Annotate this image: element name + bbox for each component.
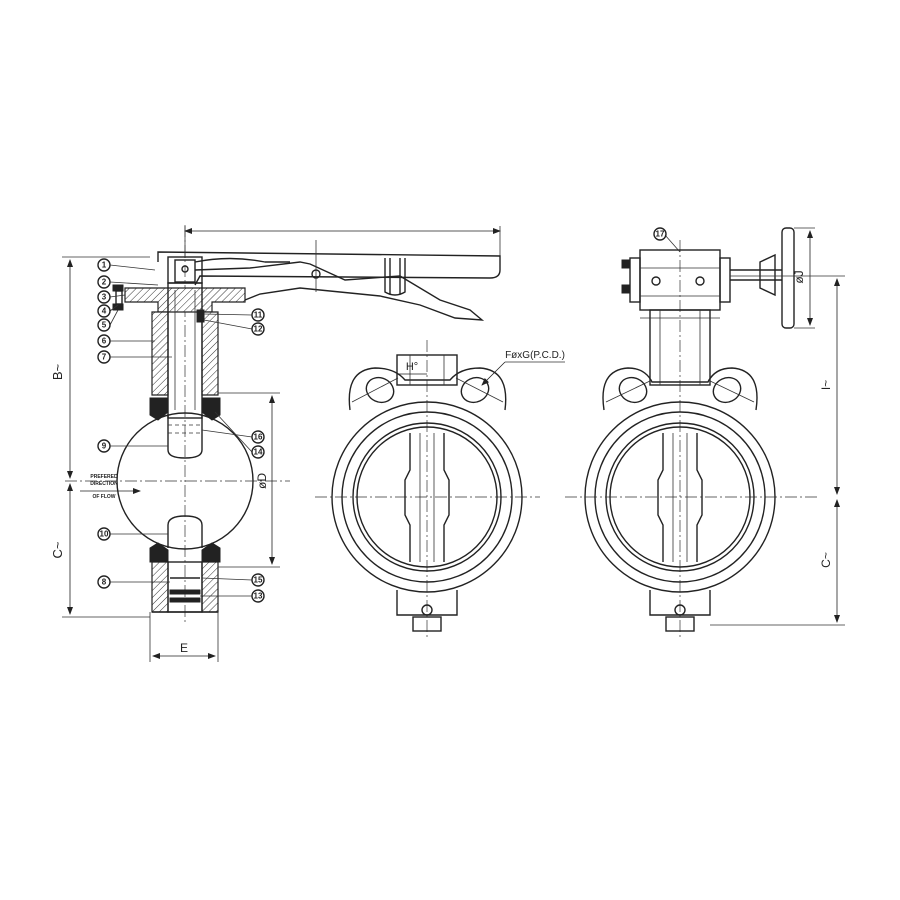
part-7: 7 [102,353,107,362]
flow-note-line1: PREFERED [90,474,118,480]
part-17: 17 [656,230,665,239]
part-6: 6 [102,337,107,346]
dim-C-label: C~ [50,541,65,558]
dim-F-label: FøxG(P.C.D.) [505,350,565,361]
dim-C-right-label: C~ [819,552,833,568]
part-16: 16 [254,433,263,442]
part-13: 13 [254,592,263,601]
part-12: 12 [254,325,263,334]
flow-note-line3: OF FLOW [92,494,115,500]
section-view: PREFERED DIRECTION OF FLOW B~ C~ øD E [50,225,501,662]
part-8: 8 [102,578,107,587]
part-15: 15 [254,576,263,585]
front-view: H° FøxG(P.C.D.) [315,340,565,640]
lever-handle [157,240,501,321]
dim-B-label: B~ [50,363,65,380]
part-3: 3 [102,293,107,302]
part-4: 4 [102,307,107,316]
part-14: 14 [254,448,263,457]
dim-I-label: I~ [819,380,833,390]
flow-note-line2: DIRECTION [90,481,118,487]
part-balloons: 1 2 3 4 5 6 7 8 9 10 11 12 13 14 15 16 [97,258,265,603]
part-2: 2 [102,278,107,287]
dim-D-label: øD [255,473,269,489]
part-5: 5 [102,321,107,330]
dim-H-label: H° [406,361,418,373]
dim-E-label: E [180,641,188,655]
part-11: 11 [254,311,263,320]
gear-view: øJ 17 I~ C [565,227,845,640]
part-10: 10 [100,530,109,539]
dim-J-label: øJ [792,270,806,283]
part-1: 1 [102,261,107,270]
part-9: 9 [102,442,107,451]
